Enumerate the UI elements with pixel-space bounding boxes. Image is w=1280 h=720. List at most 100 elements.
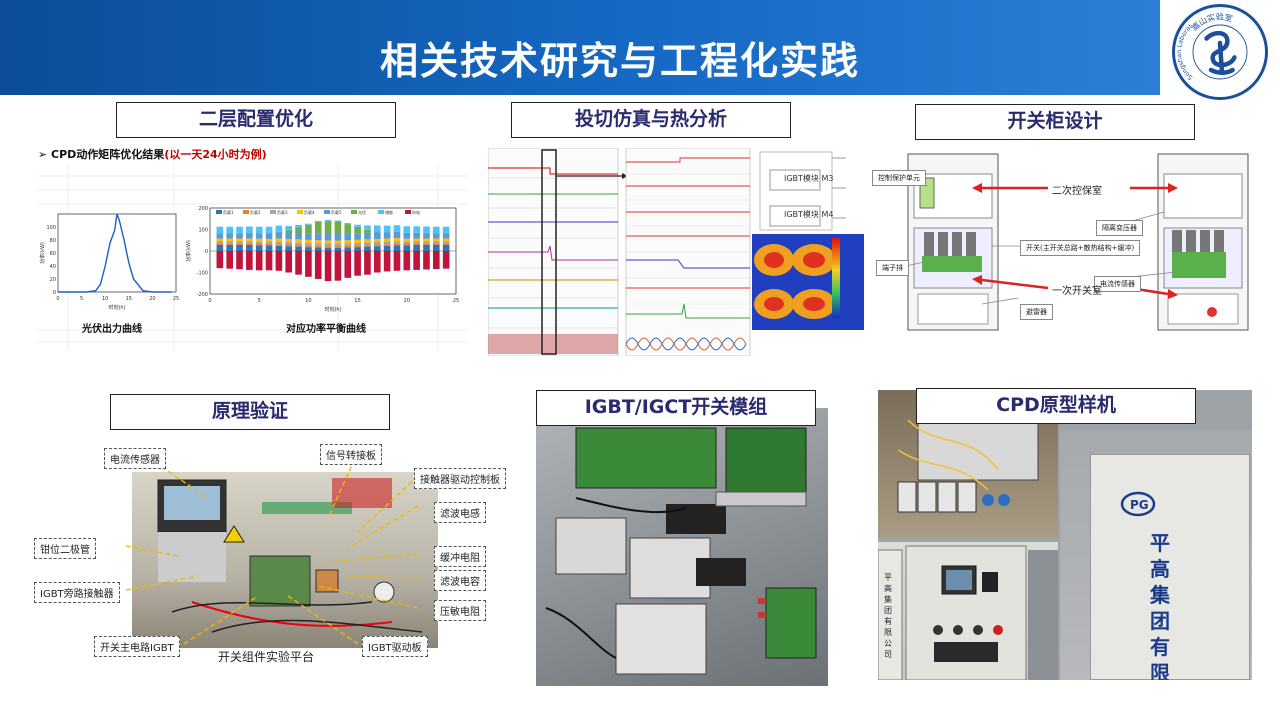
bar-segment (295, 239, 302, 243)
tag-clamp-diode: 钳位二极管 (34, 538, 96, 559)
svg-text:Songshan Laboratory: Songshan Laboratory (1175, 7, 1194, 81)
bar-segment (393, 243, 401, 246)
bar-segment (423, 238, 430, 242)
bar-segment (373, 238, 381, 242)
test-platform-caption: 开关组件实验平台 (218, 650, 315, 664)
bar-segment (236, 251, 243, 270)
bar-segment (364, 225, 371, 230)
bar-segment (314, 233, 322, 241)
tag-surge-arrester: 避雷器 (1020, 304, 1053, 320)
x-tick-label: 10 (305, 298, 311, 304)
test-platform-photo (132, 472, 438, 648)
page-title: 相关技术研究与工程化实践 (379, 39, 860, 83)
bar-segment (344, 223, 352, 225)
bar-segment (295, 224, 302, 228)
x-tick-label: 15 (354, 298, 360, 304)
legend-swatch (378, 210, 384, 214)
cabinet-side-text: 平高集团有限公司 (884, 573, 892, 659)
bar-segment (236, 244, 243, 251)
bar-segment (393, 241, 401, 244)
logo-text-en: Songshan Laboratory (1173, 2, 1194, 81)
bar-segment (364, 251, 371, 275)
bar-segment (226, 244, 233, 251)
bar-segment (236, 233, 243, 239)
bar-segment (423, 244, 430, 251)
bar-segment (295, 232, 302, 240)
switch-module-photo (536, 408, 828, 686)
switching-simulation-panel: IGBT模块 M3 IGBT模块 M4 (488, 148, 866, 356)
bar-segment (314, 245, 322, 248)
bar-segment (226, 251, 233, 269)
bar-segment (236, 241, 243, 244)
tag-contactor-driver-board: 接触器驱动控制板 (414, 468, 506, 489)
bar-segment (413, 244, 420, 251)
tag-switch-assembly: 开关(主开关总路+散热结构+缓冲) (1020, 240, 1141, 256)
bar-segment (216, 238, 224, 242)
bar-segment (265, 243, 273, 246)
bar-segment (246, 243, 253, 245)
bar-segment (265, 233, 273, 239)
y-tick-label: 200 (198, 206, 208, 212)
bar-segment (433, 251, 440, 270)
bar-segment (226, 243, 233, 245)
bar-segment (216, 233, 224, 239)
y-tick-label: -200 (197, 292, 208, 298)
bar-segment (373, 244, 381, 247)
bar-segment (354, 247, 361, 251)
bar-segment (324, 234, 332, 241)
bar-segment (373, 251, 381, 273)
tag-control-protection-unit: 控制保护单元 (872, 170, 926, 186)
bar-segment (285, 226, 293, 231)
bar-segment (216, 244, 224, 251)
legend-label: 负载2 (250, 209, 261, 215)
bar-segment (275, 241, 283, 245)
bar-segment (413, 251, 420, 270)
bar-segment (354, 239, 361, 243)
bar-segment (265, 245, 273, 251)
y-tick-label: 80 (50, 238, 56, 244)
y-axis-label: 功率(kW) (185, 240, 192, 262)
section-label-principle-verification: 原理验证 (110, 394, 390, 430)
y-axis-label: 功率(kW) (39, 242, 46, 264)
tag-igbt-bypass-contactor: IGBT旁路接触器 (34, 582, 120, 603)
bar-segment (393, 245, 401, 251)
tag-current-sensor: 电流传感器 (1094, 276, 1141, 292)
x-tick-label: 0 (56, 296, 59, 302)
bar-segment (442, 226, 450, 234)
bar-segment (285, 246, 293, 251)
bar-segment (383, 232, 391, 239)
section-label-switchgear-design: 开关柜设计 (915, 104, 1195, 140)
bar-segment (373, 225, 381, 232)
bar-segment (334, 240, 342, 244)
y-tick-label: 20 (50, 277, 56, 283)
bar-segment (442, 251, 450, 269)
bar-segment (344, 251, 352, 278)
cabinet-door (1090, 454, 1250, 680)
bar-segment (442, 244, 450, 251)
bar-segment (364, 246, 371, 251)
logo-text: 嵩山实验室 (1189, 12, 1233, 33)
bar-segment (226, 238, 233, 242)
x-tick-label: 15 (126, 296, 132, 302)
bar-segment (344, 245, 352, 248)
bar-segment (314, 221, 322, 234)
bar-segment (324, 221, 332, 235)
switchgear-drawing (891, 153, 1249, 331)
cabinet-front-photo: 平高集团有限公司 (878, 542, 1058, 680)
bar-segment (275, 231, 283, 233)
bar-segment (246, 232, 253, 239)
x-tick-label: 25 (453, 298, 459, 304)
bar-segment (403, 241, 411, 244)
bar-segment (265, 238, 273, 242)
bar-segment (364, 244, 371, 247)
switch-module-illustration (545, 427, 817, 675)
cpd-prototype-photos: 平高集团有限公司 PG 平高集团有限公 (878, 390, 1252, 680)
bar-segment (442, 233, 450, 239)
bar-segment (393, 225, 401, 232)
bar-segment (442, 241, 450, 244)
bar-segment (364, 242, 371, 245)
bar-segment (314, 240, 322, 244)
